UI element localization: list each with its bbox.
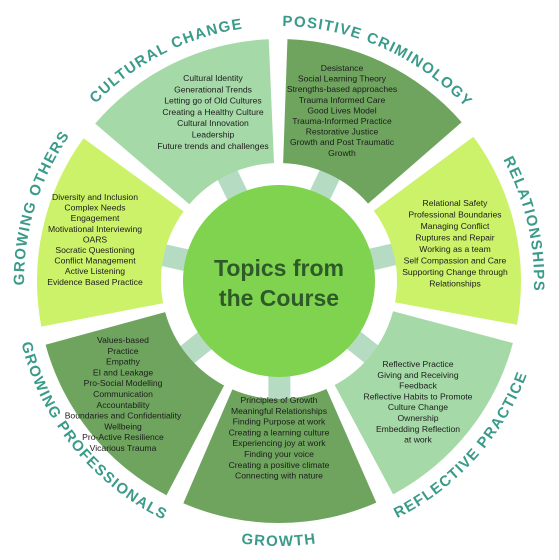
segment-item: Cultural Innovation [177,118,249,128]
segment-item: Self Compassion and Care [404,256,507,266]
segment-item: Cultural Identity [183,73,243,83]
center-title-line2: the Course [219,285,339,311]
center-hub: Topics from the Course [183,185,375,377]
segment-item: Working as a team [419,244,491,254]
segment-item: Wellbeing [104,421,142,431]
segment-item: Culture Change [388,402,448,412]
segment-item: Creating a learning culture [229,427,330,437]
segment-item: Vicarious Trauma [90,443,157,453]
segment-item: Supporting Change through [402,267,508,277]
segment-item: Socratic Questioning [55,245,135,255]
segment-reflective-practice [334,311,513,495]
segment-item: Communication [93,389,153,399]
segment-cultural-change [95,39,274,205]
segment-item: Feedback [399,381,437,391]
segment-item: Relational Safety [423,198,489,208]
segment-item: Complex Needs [64,203,125,213]
segment-item: Reflective Habits to Promote [364,391,473,401]
segment-item: Future trends and challenges [157,141,268,151]
segment-item: Generational Trends [174,84,252,94]
segment-item: Social Learning Theory [298,74,387,84]
segment-item: Embedding Reflection [376,424,460,434]
segment-item: Growth and Post Traumatic [290,137,395,147]
segment-item: Managing Conflict [421,221,490,231]
segment-item: Connecting with nature [235,471,323,481]
segment-item: Active Listening [65,266,125,276]
segment-item: Diversity and Inclusion [52,192,138,202]
segment-item: Ownership [397,413,438,423]
segment-item: Finding your voice [244,449,314,459]
segment-item: Creating a Healthy Culture [162,107,263,117]
segment-positive-criminology [283,39,462,204]
segment-item: Experiencing joy at work [232,438,326,448]
segment-item: Principles of Growth [241,395,318,405]
segment-growth [183,389,377,523]
segment-item: Pro-Active Resilience [82,432,164,442]
segment-item: Restorative Justice [306,127,379,137]
segment-title-text: GROWTH [241,530,317,550]
segment-item: EI and Leakage [93,367,153,377]
segment-item: Pro-Social Modelling [84,378,163,388]
segment-item: Giving and Receiving [377,370,458,380]
segment-item: Meaningful Relationships [231,406,327,416]
segment-item: Evidence Based Practice [47,277,143,287]
segment-item: Engagement [71,213,120,223]
center-title-line1: Topics from [214,255,344,281]
segment-item: Creating a positive climate [229,460,330,470]
segment-item: Conflict Management [54,256,136,266]
segment-title-growth: GROWTH [241,530,318,550]
segment-item: Values-based [97,335,149,345]
segment-item: Leadership [192,130,235,140]
segment-item: Desistance [321,63,364,73]
segment-item: Reflective Practice [382,359,453,369]
segment-item: Finding Purpose at work [233,417,326,427]
segment-item: Empathy [106,357,141,367]
segment-item: Letting go of Old Cultures [164,96,261,106]
segment-relationships [373,136,521,325]
segment-item: Boundaries and Confidentiality [65,411,182,421]
segment-item: at work [404,435,432,445]
segment-item: Growth [328,148,356,158]
center-circle [183,185,375,377]
segment-item: Motivational Interviewing [48,224,142,234]
segment-item: Trauma-Informed Practice [292,116,392,126]
segment-item: Strengths-based approaches [287,84,397,94]
segment-item: Ruptures and Repair [415,233,494,243]
segment-item: Practice [107,346,138,356]
segment-item: Professional Boundaries [408,210,501,220]
segment-growing-professionals [45,312,225,496]
segment-item: OARS [83,234,108,244]
segment-item: Trauma Informed Care [299,95,386,105]
segment-item: Relationships [429,279,481,289]
segment-item: Accountability [96,400,150,410]
segment-item: Good Lives Model [307,105,376,115]
segment-growing-others [36,138,184,327]
